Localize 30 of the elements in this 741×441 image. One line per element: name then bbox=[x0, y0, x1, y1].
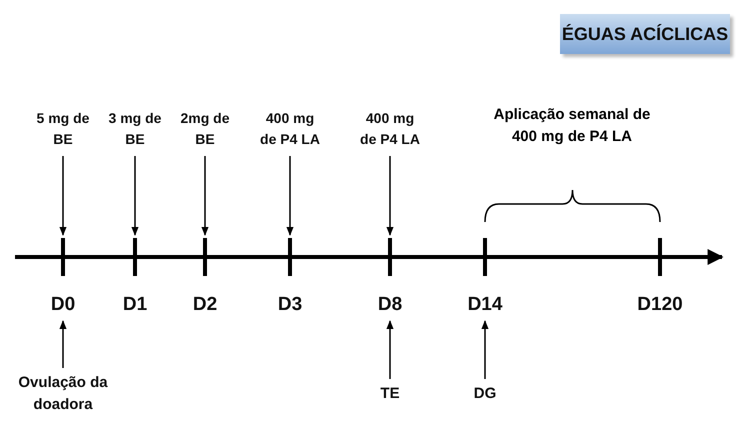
dose-label: 2mg de BE bbox=[174, 108, 236, 150]
tick-mark bbox=[483, 238, 487, 276]
day-label: D0 bbox=[33, 293, 93, 317]
arrow bbox=[286, 156, 294, 236]
tick-mark bbox=[388, 238, 392, 276]
arrow bbox=[386, 320, 394, 379]
arrow bbox=[131, 156, 139, 236]
dose-label: 400 mg de P4 LA bbox=[259, 108, 321, 150]
dose-label: 3 mg de BE bbox=[104, 108, 166, 150]
day-label: D1 bbox=[105, 293, 165, 317]
tick-mark bbox=[203, 238, 207, 276]
dose-label: 400 mg de P4 LA bbox=[359, 108, 421, 150]
arrow bbox=[59, 320, 67, 368]
arrow bbox=[386, 156, 394, 236]
tick-mark bbox=[133, 238, 137, 276]
arrow bbox=[201, 156, 209, 236]
arrow bbox=[59, 156, 67, 236]
tick-mark bbox=[288, 238, 292, 276]
title-banner: ÉGUAS ACÍCLICAS bbox=[560, 14, 730, 54]
day-label: D120 bbox=[630, 293, 690, 317]
day-label: D8 bbox=[360, 293, 420, 317]
event-label: Ovulação da doadora bbox=[13, 372, 113, 416]
dose-label: 5 mg de BE bbox=[32, 108, 94, 150]
tick-mark bbox=[61, 238, 65, 276]
day-label: D14 bbox=[455, 293, 515, 317]
bracket-label: Aplicação semanal de 400 mg de P4 LA bbox=[492, 105, 652, 147]
tick-mark bbox=[658, 238, 662, 276]
day-label: D2 bbox=[175, 293, 235, 317]
day-label: D3 bbox=[260, 293, 320, 317]
arrow bbox=[481, 320, 489, 379]
